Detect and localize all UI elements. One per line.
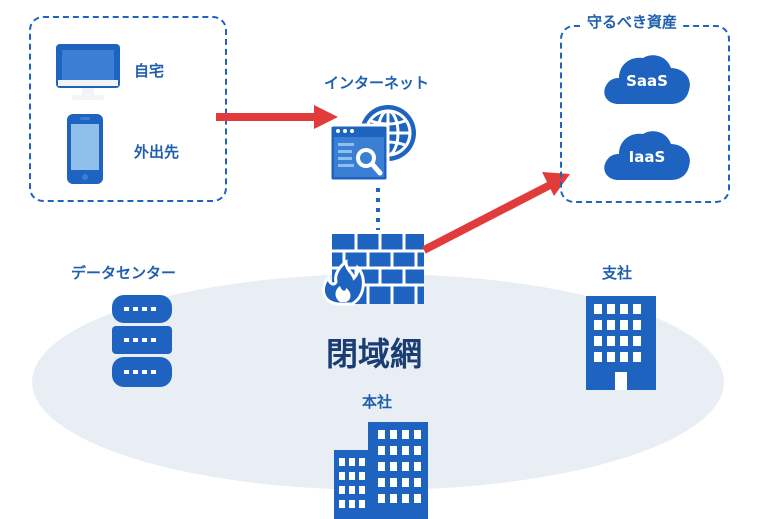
saas-cloud-icon: SaaS [601,50,693,106]
hq-building-icon [334,422,428,519]
desktop-pc-icon [54,42,122,102]
remote-access-group [29,16,227,202]
datacenter-label: データセンター [71,264,177,282]
home-label: 自宅 [134,62,165,80]
server-icon [110,293,174,389]
iaas-label: IaaS [628,148,666,166]
hq-label: 本社 [362,393,393,411]
assets-title: 守るべき資産 [581,11,684,32]
iaas-cloud-icon: IaaS [601,126,693,182]
internet-firewall-connector [368,186,388,232]
branch-label: 支社 [602,264,633,282]
outside-label: 外出先 [134,143,180,161]
firewall-icon [318,232,426,306]
internet-label: インターネット [324,74,430,92]
smartphone-icon [66,113,104,185]
internet-icon [326,103,422,187]
branch-building-icon [586,296,656,390]
saas-label: SaaS [626,72,668,90]
closed-network-title: 閉域網 [326,335,423,373]
